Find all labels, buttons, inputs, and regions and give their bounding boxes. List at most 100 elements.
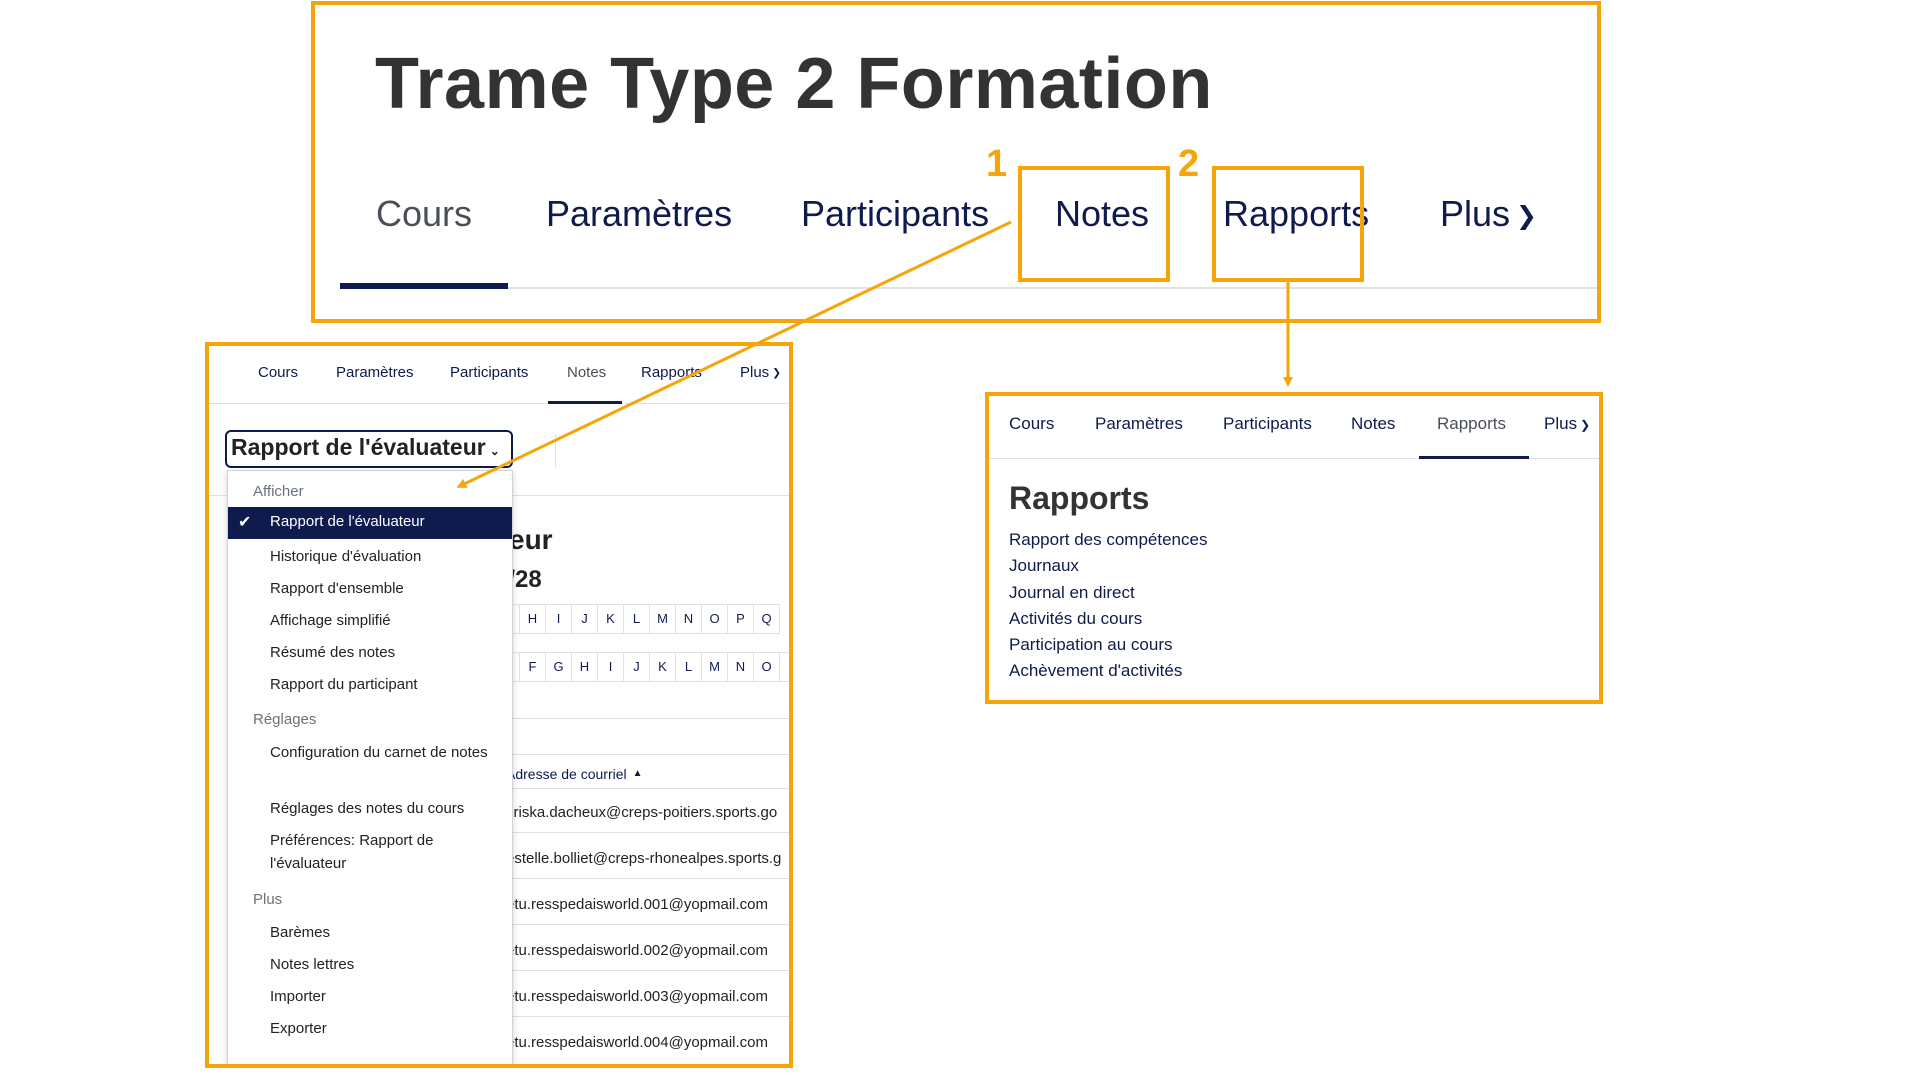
sort-up-icon: ▲ xyxy=(632,768,643,779)
divider xyxy=(494,1016,789,1017)
tab-plus[interactable]: Plus❯ xyxy=(740,364,781,381)
letter-filter[interactable]: Q xyxy=(753,604,780,634)
menu-item[interactable]: Résumé des notes xyxy=(270,644,396,661)
table-cell-email: etu.resspedaisworld.003@yopmail.com xyxy=(506,988,769,1005)
divider xyxy=(494,754,789,755)
menu-item[interactable]: Réglages des notes du cours xyxy=(270,800,465,817)
letter-filter[interactable]: H xyxy=(519,604,546,634)
notes-panel: Cours Paramètres Participants Notes Rapp… xyxy=(205,342,793,1068)
tab-rapports[interactable]: Rapports xyxy=(641,364,702,381)
letter-filter[interactable]: H xyxy=(571,652,598,682)
letter-filter[interactable]: N xyxy=(727,652,754,682)
callout-rapports-highlight xyxy=(1212,166,1364,282)
tab-notes[interactable]: Notes xyxy=(1351,414,1396,433)
letter-filter[interactable]: P xyxy=(727,604,754,634)
tab-divider xyxy=(209,403,789,404)
menu-item[interactable]: Configuration du carnet de notes xyxy=(270,744,488,761)
callout-number-2: 2 xyxy=(1178,143,1200,185)
active-tab-indicator xyxy=(548,401,622,404)
active-tab-indicator xyxy=(1419,456,1529,459)
letter-filter[interactable]: P xyxy=(779,652,789,682)
divider xyxy=(494,718,789,719)
email-column-label: Adresse de courriel xyxy=(506,766,627,782)
chevron-down-icon: ⌄ xyxy=(489,444,500,458)
menu-item[interactable]: Préférences: Rapport de l'évaluateur xyxy=(270,832,434,872)
tab-rapports[interactable]: Rapports xyxy=(1437,414,1506,433)
letter-filter[interactable]: O xyxy=(753,652,780,682)
letter-filter[interactable]: M xyxy=(701,652,728,682)
link-rapport-competences[interactable]: Rapport des compétences xyxy=(1009,530,1208,549)
active-tab-indicator xyxy=(340,283,508,289)
tab-parametres[interactable]: Paramètres xyxy=(546,193,733,234)
menu-item[interactable]: Importer xyxy=(270,988,326,1005)
top-course-panel: Trame Type 2 Formation Cours Paramètres … xyxy=(311,1,1601,323)
tab-participants[interactable]: Participants xyxy=(801,193,990,234)
menu-item[interactable]: Rapport d'ensemble xyxy=(270,580,404,597)
tab-plus[interactable]: Plus❯ xyxy=(1440,193,1537,235)
menu-item-label: Rapport de l'évaluateur xyxy=(270,513,425,530)
callout-notes-highlight xyxy=(1018,166,1170,282)
letter-filter[interactable]: K xyxy=(597,604,624,634)
tab-plus-label: Plus xyxy=(740,364,770,381)
firstname-letter-filter: G H I J K L M N O P Q xyxy=(493,604,780,634)
rapports-panel: Cours Paramètres Participants Notes Rapp… xyxy=(985,392,1603,704)
letter-filter[interactable]: F xyxy=(519,652,546,682)
email-column-header[interactable]: Adresse de courriel ▲ xyxy=(506,766,643,782)
letter-filter[interactable]: G xyxy=(545,652,572,682)
tab-divider xyxy=(989,458,1599,459)
link-journal-direct[interactable]: Journal en direct xyxy=(1009,583,1135,602)
menu-item[interactable]: Barèmes xyxy=(270,924,331,941)
letter-filter[interactable]: I xyxy=(597,652,624,682)
menu-item[interactable]: Exporter xyxy=(270,1020,327,1037)
report-selector[interactable]: Rapport de l'évaluateur⌄ xyxy=(225,430,513,468)
tab-parametres[interactable]: Paramètres xyxy=(1095,414,1183,433)
tab-divider xyxy=(340,287,1597,289)
menu-item[interactable]: Rapport du participant xyxy=(270,676,418,693)
divider xyxy=(555,434,556,468)
menu-section-plus: Plus xyxy=(253,891,283,908)
link-journaux[interactable]: Journaux xyxy=(1009,556,1079,575)
table-cell-email: etu.resspedaisworld.001@yopmail.com xyxy=(506,896,769,913)
link-participation-cours[interactable]: Participation au cours xyxy=(1009,635,1173,654)
menu-section-reglages: Réglages xyxy=(253,711,317,728)
divider xyxy=(494,970,789,971)
menu-item[interactable]: Notes lettres xyxy=(270,956,355,973)
tab-cours[interactable]: Cours xyxy=(376,193,473,234)
check-icon: ✔ xyxy=(238,514,252,531)
link-achevement-activites[interactable]: Achèvement d'activités xyxy=(1009,661,1183,680)
report-dropdown-menu: Afficher ✔ Rapport de l'évaluateur Histo… xyxy=(227,470,513,1064)
tab-plus[interactable]: Plus❯ xyxy=(1544,414,1590,434)
tab-rapports[interactable]: Rapports xyxy=(1223,193,1370,234)
tab-cours[interactable]: Cours xyxy=(1009,414,1055,433)
letter-filter[interactable]: M xyxy=(649,604,676,634)
divider xyxy=(494,878,789,879)
table-cell-email: etu.resspedaisworld.004@yopmail.com xyxy=(506,1034,769,1051)
letter-filter[interactable]: K xyxy=(649,652,676,682)
letter-filter[interactable]: O xyxy=(701,604,728,634)
letter-filter[interactable]: J xyxy=(623,652,650,682)
letter-filter[interactable]: J xyxy=(571,604,598,634)
tab-notes[interactable]: Notes xyxy=(567,364,607,381)
divider xyxy=(494,788,789,789)
page-title: Rapports xyxy=(1009,480,1150,516)
letter-filter[interactable]: N xyxy=(675,604,702,634)
table-cell-email: criska.dacheux@creps-poitiers.sports.go xyxy=(506,804,778,821)
tab-participants[interactable]: Participants xyxy=(450,364,529,381)
letter-filter[interactable]: L xyxy=(675,652,702,682)
menu-item-rapport-evaluateur[interactable]: ✔ Rapport de l'évaluateur xyxy=(228,507,512,539)
menu-item[interactable]: Historique d'évaluation xyxy=(270,548,422,565)
chevron-down-icon: ❯ xyxy=(1516,202,1538,231)
tab-parametres[interactable]: Paramètres xyxy=(336,364,414,381)
divider xyxy=(494,832,789,833)
tab-notes[interactable]: Notes xyxy=(1055,193,1150,234)
chevron-down-icon: ❯ xyxy=(772,367,781,380)
letter-filter[interactable]: I xyxy=(545,604,572,634)
menu-item[interactable]: Affichage simplifié xyxy=(270,612,391,629)
letter-filter[interactable]: L xyxy=(623,604,650,634)
course-title: Trame Type 2 Formation xyxy=(375,44,1213,124)
tab-participants[interactable]: Participants xyxy=(1223,414,1312,433)
report-selector-label: Rapport de l'évaluateur xyxy=(231,434,486,460)
chevron-down-icon: ❯ xyxy=(1580,417,1591,432)
link-activites-cours[interactable]: Activités du cours xyxy=(1009,609,1143,628)
tab-cours[interactable]: Cours xyxy=(258,364,299,381)
